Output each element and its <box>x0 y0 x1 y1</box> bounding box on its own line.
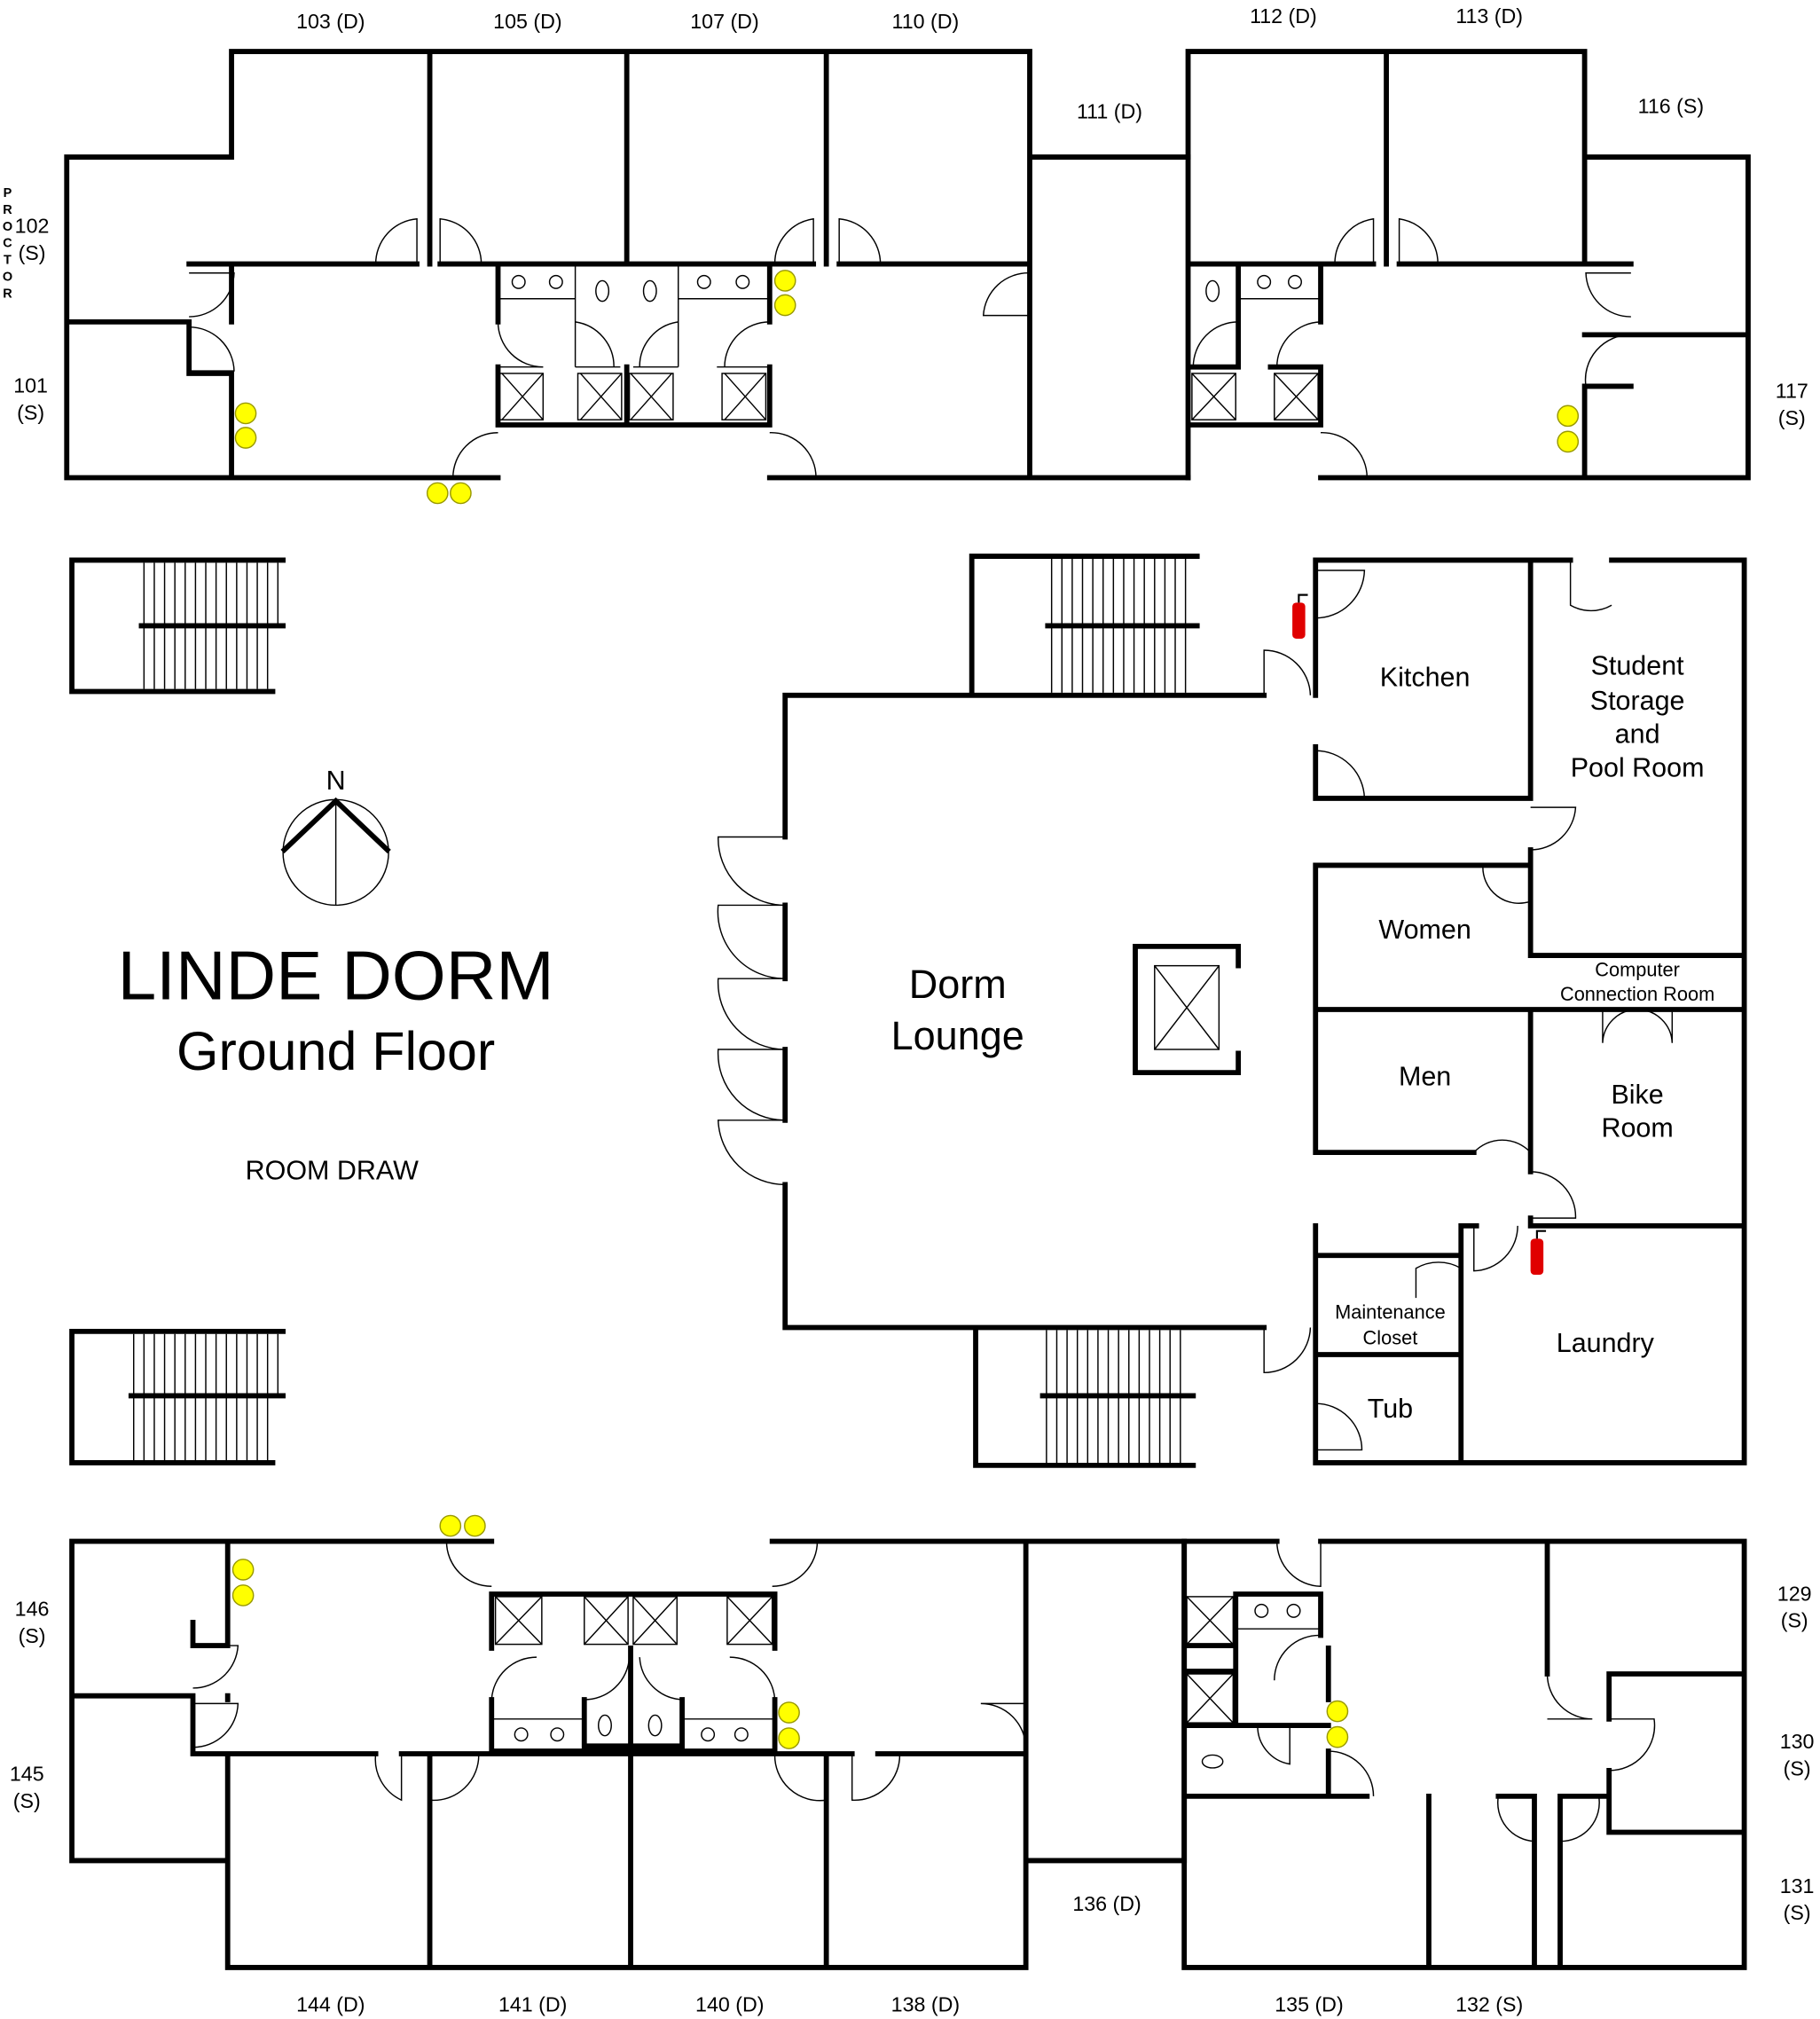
fire-extinguisher-icon <box>1530 1229 1547 1276</box>
room-136-label: 136 (D) <box>1072 1892 1141 1915</box>
compass: N <box>280 766 391 907</box>
women-restroom-label: Women <box>1378 915 1471 945</box>
page-title: LINDE DORM <box>118 936 554 1014</box>
room-111-label: 111 (D) <box>1077 100 1142 123</box>
marker-dot <box>234 427 257 449</box>
marker-dot <box>1557 430 1580 453</box>
marker-dot <box>773 270 796 292</box>
page-subtitle: Ground Floor <box>177 1021 495 1081</box>
room-102-label: 102 <box>15 215 50 238</box>
svg-text:O: O <box>3 220 12 234</box>
room-135-label: 135 (D) <box>1275 1992 1343 2015</box>
room-141-label: 141 (D) <box>498 1992 567 2015</box>
compass-north-label: N <box>326 766 346 796</box>
computer-room-label-1: Computer <box>1595 958 1680 980</box>
top-right-wing <box>1185 49 1751 481</box>
storage-label-2: Storage <box>1590 686 1685 716</box>
computer-room-label-2: Connection Room <box>1560 983 1714 1005</box>
men-restroom-label: Men <box>1399 1062 1451 1092</box>
svg-text:P: P <box>4 186 12 200</box>
room-129-type: (S) <box>1781 1609 1808 1632</box>
room-146-type: (S) <box>19 1624 46 1647</box>
room-113-label: 113 (D) <box>1455 4 1523 27</box>
bottom-left-wing <box>69 1514 1188 1970</box>
marker-dot <box>234 402 257 425</box>
room-112-label: 112 (D) <box>1250 4 1317 27</box>
room-131-label: 131 <box>1780 1874 1815 1897</box>
storage-label-4: Pool Room <box>1571 752 1705 782</box>
marker-dot <box>231 1584 255 1607</box>
room-117-label: 117 <box>1776 380 1808 403</box>
room-103-label: 103 (D) <box>296 10 365 33</box>
svg-text:R: R <box>3 203 12 217</box>
bottom-right-wing <box>1181 1538 1747 1970</box>
room-131-type: (S) <box>1784 1901 1811 1924</box>
kitchen-label: Kitchen <box>1380 663 1471 693</box>
svg-text:O: O <box>3 270 12 284</box>
marker-dot <box>778 1727 800 1749</box>
marker-dot <box>231 1559 255 1581</box>
service-rooms: Kitchen Student Storage and Pool Room Wo… <box>1292 557 1747 1465</box>
room-129-label: 129 <box>1777 1582 1812 1605</box>
lounge-block: Dorm Lounge <box>717 554 1312 1468</box>
lounge-label-1: Dorm <box>909 962 1007 1007</box>
room-144-label: 144 (D) <box>296 1992 365 2015</box>
laundry-label: Laundry <box>1557 1328 1655 1358</box>
maintenance-label-2: Closet <box>1363 1326 1418 1348</box>
bike-room-label-2: Room <box>1601 1113 1673 1143</box>
bike-room-label-1: Bike <box>1611 1080 1663 1110</box>
room-145-label: 145 <box>10 1762 44 1785</box>
marker-dot <box>464 1514 486 1537</box>
room-146-label: 146 <box>15 1598 50 1621</box>
svg-text:T: T <box>4 254 12 268</box>
marker-dot <box>439 1514 462 1537</box>
marker-dot <box>773 294 796 317</box>
room-101-type: (S) <box>17 401 44 424</box>
top-left-wing <box>64 49 1191 505</box>
marker-dot <box>1326 1700 1349 1723</box>
room-101-label: 101 <box>13 374 48 397</box>
room-132-label: 132 (S) <box>1455 1992 1523 2015</box>
room-102-type: (S) <box>19 241 46 264</box>
maintenance-label-1: Maintenance <box>1335 1300 1446 1323</box>
storage-label-3: and <box>1615 719 1660 750</box>
storage-label-1: Student <box>1591 651 1685 681</box>
marker-dot <box>450 482 472 505</box>
room-130-type: (S) <box>1784 1757 1811 1780</box>
marker-dot <box>1557 405 1580 428</box>
stairs-left <box>69 557 286 1465</box>
room-draw-label: ROOM DRAW <box>246 1156 419 1186</box>
room-140-label: 140 (D) <box>695 1992 764 2015</box>
room-117-type: (S) <box>1778 406 1806 429</box>
room-107-label: 107 (D) <box>690 10 758 33</box>
marker-dot <box>1326 1725 1349 1748</box>
proctor-label: P R O C T O R <box>3 186 12 301</box>
room-116-label: 116 (S) <box>1638 95 1704 118</box>
marker-dot <box>778 1701 800 1724</box>
room-145-type: (S) <box>13 1789 41 1812</box>
fire-extinguisher-icon <box>1292 593 1308 639</box>
room-130-label: 130 <box>1780 1730 1815 1753</box>
room-105-label: 105 (D) <box>493 10 561 33</box>
svg-text:R: R <box>3 287 12 301</box>
tub-label: Tub <box>1368 1394 1413 1424</box>
svg-text:C: C <box>3 237 12 251</box>
marker-dot <box>426 482 449 505</box>
room-labels: 103 (D) 105 (D) 107 (D) 110 (D) 111 (D) … <box>3 4 1815 2015</box>
lounge-label-2: Lounge <box>891 1013 1024 1058</box>
room-138-label: 138 (D) <box>891 1992 960 2015</box>
room-110-label: 110 (D) <box>892 10 960 33</box>
